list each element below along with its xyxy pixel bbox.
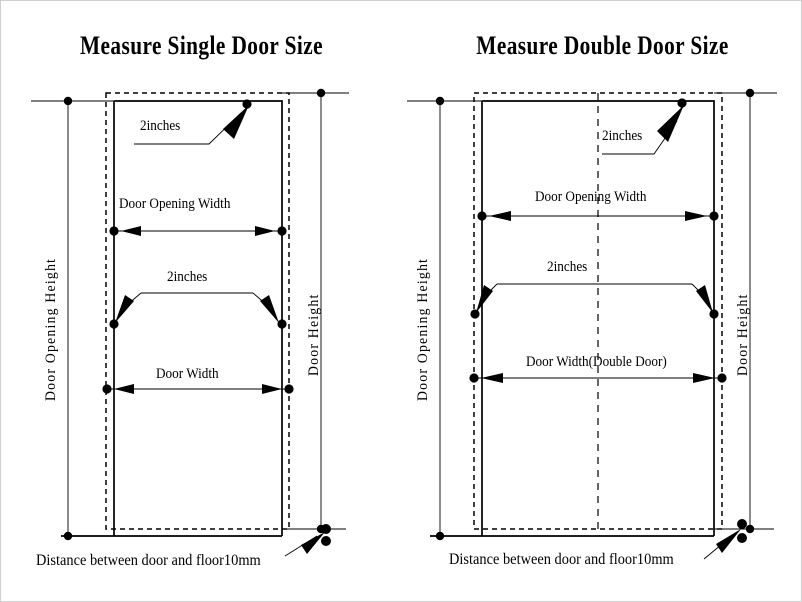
panel-double-door-title: Measure Double Door Size	[476, 31, 729, 60]
double-opening-height-label: Door Opening Height	[415, 257, 431, 401]
floor-gap-dot-lower	[321, 536, 331, 546]
floor-gap-arrowhead	[301, 532, 325, 554]
top-gap-arrowhead	[223, 105, 249, 139]
side-gap-arrow-right	[260, 295, 279, 323]
single-door-height-label: Door Height	[306, 293, 322, 376]
floor-gap-arrowhead	[716, 529, 741, 553]
door-width-dot-right	[717, 373, 727, 383]
opening-height-top-dot	[435, 96, 445, 106]
side-gap-dot-right	[277, 319, 287, 329]
floor-gap-dot-upper	[737, 519, 747, 529]
floor-gap-dot-upper	[321, 524, 331, 534]
door-width-arrow-right	[262, 384, 282, 394]
opening-width-dot-left	[477, 211, 487, 221]
panel-double-door: Measure Double Door Size	[402, 1, 801, 601]
double-door-drawing	[407, 88, 777, 560]
door-width-arrow-right	[693, 373, 715, 383]
double-door-height-label: Door Height	[735, 293, 751, 376]
door-width-arrow-left	[114, 384, 134, 394]
single-side-gap-label: 2inches	[167, 269, 208, 285]
door-outline-right	[114, 100, 283, 536]
single-door-drawing	[31, 88, 349, 557]
double-side-gap-label: 2inches	[547, 259, 588, 275]
double-opening-width-label: Door Opening Width	[535, 189, 647, 205]
door-width-dot-left	[102, 384, 112, 394]
top-gap-arrowhead	[657, 105, 684, 142]
double-top-gap-label: 2inches	[602, 128, 643, 144]
double-floor-gap-caption: Distance between door and floor10mm	[449, 551, 674, 568]
single-door-width-label: Door Width	[156, 366, 219, 382]
opening-height-bottom-dot	[435, 531, 445, 541]
single-opening-height-label: Door Opening Height	[43, 257, 59, 401]
opening-width-arrow-left	[121, 226, 141, 236]
side-gap-arrow-right	[696, 285, 713, 313]
opening-width-arrow-left	[489, 211, 511, 221]
single-opening-width-label: Door Opening Width	[119, 196, 231, 212]
opening-height-top-dot	[63, 96, 73, 106]
top-gap-target-dot	[242, 99, 252, 109]
door-width-dot-right	[284, 384, 294, 394]
opening-frame-dashed	[105, 92, 290, 530]
opening-width-dot-right	[709, 211, 719, 221]
side-gap-arrow-left	[115, 295, 134, 323]
floor-gap-dot-lower	[737, 533, 747, 543]
side-gap-arrow-left	[476, 285, 493, 313]
opening-height-bottom-dot	[63, 531, 73, 541]
panel-single-door: Measure Single Door Size	[1, 1, 402, 601]
single-floor-gap-caption: Distance between door and floor10mm	[36, 552, 261, 569]
door-height-bottom-dot	[745, 524, 755, 534]
door-height-top-dot	[316, 88, 326, 98]
side-gap-dot-right	[709, 309, 719, 319]
side-gap-dot-left	[470, 309, 480, 319]
top-gap-target-dot	[677, 98, 687, 108]
door-width-arrow-left	[481, 373, 503, 383]
opening-width-dot-left	[109, 226, 119, 236]
opening-width-arrow-right	[255, 226, 275, 236]
door-width-dot-left	[469, 373, 479, 383]
opening-width-dot-right	[277, 226, 287, 236]
single-top-gap-label: 2inches	[140, 118, 181, 134]
door-height-top-dot	[745, 88, 755, 98]
double-door-width-label: Door Width(Double Door)	[526, 354, 667, 370]
door-outline-right	[482, 100, 715, 536]
opening-width-arrow-right	[685, 211, 707, 221]
panel-single-door-title: Measure Single Door Size	[80, 31, 323, 60]
side-gap-dot-left	[109, 319, 119, 329]
